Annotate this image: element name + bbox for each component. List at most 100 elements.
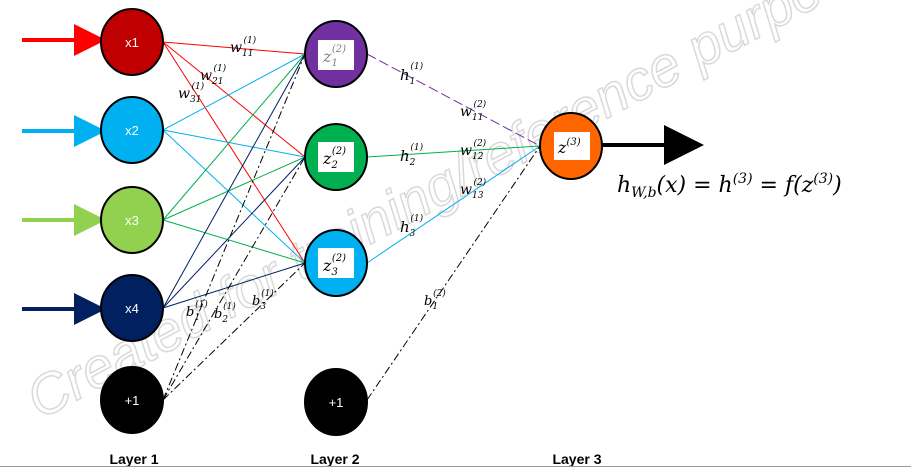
weight-label-base: w xyxy=(230,40,242,56)
bias-label-sup: (2) xyxy=(433,288,446,299)
bias-label-base: b xyxy=(186,305,194,320)
svg-text:h2(1): h2(1) xyxy=(400,142,424,168)
layer-label-2: Layer 2 xyxy=(310,451,359,467)
hidden-node-base: z xyxy=(322,256,332,275)
bias-label-base: b xyxy=(252,294,260,309)
output-node-sup: (3) xyxy=(566,137,580,148)
hidden-node-sup: (2) xyxy=(332,44,346,55)
activation-label-base: h xyxy=(400,66,410,84)
weight-label-sub: 13 xyxy=(472,191,484,201)
svg-text:w21(1): w21(1) xyxy=(200,63,227,87)
formula-sup1: (3) xyxy=(733,171,753,187)
bias-label-sub: 1 xyxy=(194,313,200,323)
formula-sup2: (3) xyxy=(813,171,833,187)
input-layer: x1 x2 x3 x4 +1 xyxy=(100,8,164,434)
hidden-bias-label: +1 xyxy=(329,395,344,410)
svg-text:w13(2): w13 (2) xyxy=(460,177,487,201)
hidden-node-sub: 2 xyxy=(330,160,337,171)
activation-label-base: h xyxy=(400,218,410,236)
hidden-node-sup: (2) xyxy=(332,146,346,157)
hidden-node-sup: (2) xyxy=(332,253,346,264)
hidden-node-sub: 3 xyxy=(331,267,337,278)
svg-text:z1(2): z1 (2) xyxy=(322,44,346,69)
layer-label-1: Layer 1 xyxy=(109,451,158,467)
weight-label-sub: 21 xyxy=(211,77,223,87)
weight-label-sub: 11 xyxy=(472,113,483,123)
svg-text:w11(2): w11 (2) xyxy=(460,99,487,123)
input-node-label: x1 xyxy=(125,35,139,50)
bias-label-base: b xyxy=(214,307,222,322)
hidden-layer: z1(2) z2(2) z3(2) +1 xyxy=(304,20,368,436)
weight-label-sup: (2) xyxy=(473,99,486,110)
weight-label-sub: 12 xyxy=(472,152,484,162)
svg-text:b2(1): b2 (1) xyxy=(214,301,236,325)
formula-h: h xyxy=(617,173,631,198)
activation-label-sub: 1 xyxy=(410,77,416,87)
bias-label-base: b xyxy=(424,294,432,309)
weight-label-sup: (2) xyxy=(473,138,486,149)
formula-x-part: (x) = h xyxy=(657,173,733,198)
formula-mid: = f(z xyxy=(753,173,814,198)
input-bias-node: +1 xyxy=(100,366,164,434)
layer1-to-layer2-edges xyxy=(162,41,306,401)
input-node-x2: x2 xyxy=(100,96,164,164)
activation-labels: h1(1) h2(1) h3(1) xyxy=(400,61,424,239)
weight-label-base: w xyxy=(460,182,472,198)
svg-text:w12(2): w12 (2) xyxy=(460,138,487,162)
hidden-node-sub: 1 xyxy=(331,58,337,69)
bias-label-sub: 2 xyxy=(221,315,228,325)
svg-text:h3(1): h3 (1) xyxy=(400,213,424,239)
layer1-weight-labels: w11(1) w21(1) w31(1) xyxy=(178,35,257,105)
layer2-weight-labels: w11(2) w12(2) w13(2) xyxy=(460,99,487,201)
weight-label-sup: (1) xyxy=(191,81,204,92)
formula-end: ) xyxy=(832,173,842,198)
activation-label-sup: (1) xyxy=(410,61,423,72)
input-node-x4: x4 xyxy=(100,274,164,342)
activation-label-sup: (1) xyxy=(410,213,423,224)
hidden-bias-node: +1 xyxy=(304,368,368,436)
bias-label-sub: 3 xyxy=(260,302,266,312)
bias-label-sup: (1) xyxy=(223,301,236,312)
activation-label-base: h xyxy=(400,147,410,165)
output-node-base: z xyxy=(557,138,567,157)
hidden-node-z2: z2 (2) xyxy=(304,123,368,191)
bottom-divider xyxy=(0,466,911,467)
input-node-label: x4 xyxy=(125,301,139,316)
svg-text:z(3): z(3) xyxy=(557,137,581,157)
weight-label-sup: (1) xyxy=(243,35,256,46)
hidden-node-base: z xyxy=(322,47,332,66)
svg-text:z2(2): z2 (2) xyxy=(322,146,346,171)
weight-label-sup: (2) xyxy=(473,177,486,188)
weight-label-base: w xyxy=(460,104,472,120)
layer1-bias-labels: b1(1) b2(1) b3(1) xyxy=(186,288,274,325)
activation-label-sup: (1) xyxy=(410,142,423,153)
layer2-bias-label: b1 (2) xyxy=(424,288,446,312)
input-arrows xyxy=(22,24,106,325)
svg-text:w11(1): w11 (1) xyxy=(230,35,257,59)
weight-label-base: w xyxy=(460,143,472,159)
svg-text:w31(1): w31(1) xyxy=(178,81,205,105)
activation-label-sub: 3 xyxy=(410,229,416,239)
hidden-node-z1: z1 (2) xyxy=(304,20,368,88)
input-node-label: x3 xyxy=(125,213,139,228)
svg-text:b3(1): b3 (1) xyxy=(252,288,274,312)
hidden-node-z3: z3 (2) xyxy=(304,229,368,297)
input-node-label: x2 xyxy=(125,123,139,138)
output-node: z(3) xyxy=(539,112,603,180)
weight-label-sub: 11 xyxy=(242,49,253,59)
svg-text:h1(1): h1 (1) xyxy=(400,61,424,87)
weight-label-base: w xyxy=(200,68,212,84)
bias-label-sup: (1) xyxy=(195,299,208,310)
svg-text:b1(1): b1 (1) xyxy=(186,299,208,323)
layer-label-3: Layer 3 xyxy=(552,451,601,467)
formula-sub: W,b xyxy=(631,185,656,201)
bias-label-sub: 1 xyxy=(432,302,438,312)
input-node-x3: x3 xyxy=(100,186,164,254)
layer2-to-layer3-edges xyxy=(366,53,541,401)
svg-text:z3(2): z3 (2) xyxy=(322,253,346,278)
input-node-x1: x1 xyxy=(100,8,164,76)
hidden-node-base: z xyxy=(322,149,332,168)
bias-label-sup: (1) xyxy=(261,288,274,299)
input-bias-label: +1 xyxy=(125,393,140,408)
